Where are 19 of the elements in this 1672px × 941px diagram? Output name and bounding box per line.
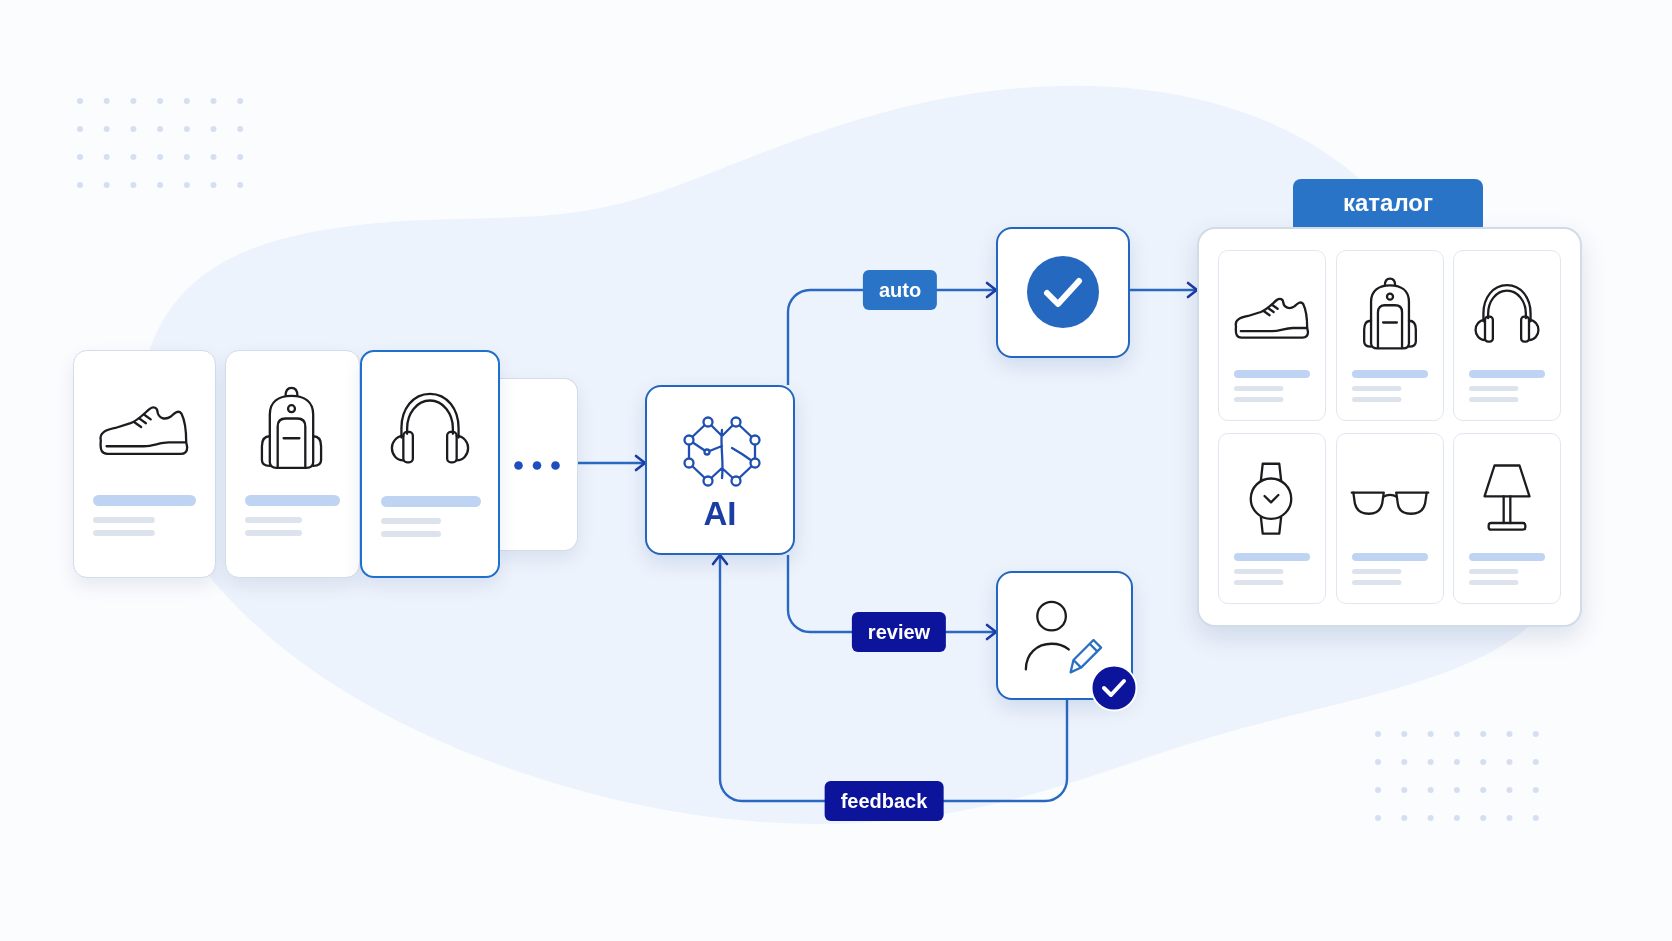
product-card <box>1336 250 1444 421</box>
arrow <box>1130 281 1199 299</box>
process-box <box>645 385 795 555</box>
product-card <box>225 350 360 578</box>
product-card <box>1336 433 1444 604</box>
product-card <box>1453 250 1561 421</box>
product-card <box>360 350 500 578</box>
edge-label: feedback <box>824 781 944 821</box>
product-card <box>1218 250 1326 421</box>
status-box <box>996 227 1130 358</box>
arrow <box>578 454 647 472</box>
product-card <box>73 350 216 578</box>
panel-tab: каталог <box>1293 179 1483 227</box>
edge-label: review <box>851 612 947 652</box>
more-items-card <box>498 378 578 551</box>
edge-label: auto <box>862 270 938 310</box>
product-card <box>1453 433 1561 604</box>
node-title: AI <box>702 495 738 533</box>
product-card <box>1218 433 1326 604</box>
